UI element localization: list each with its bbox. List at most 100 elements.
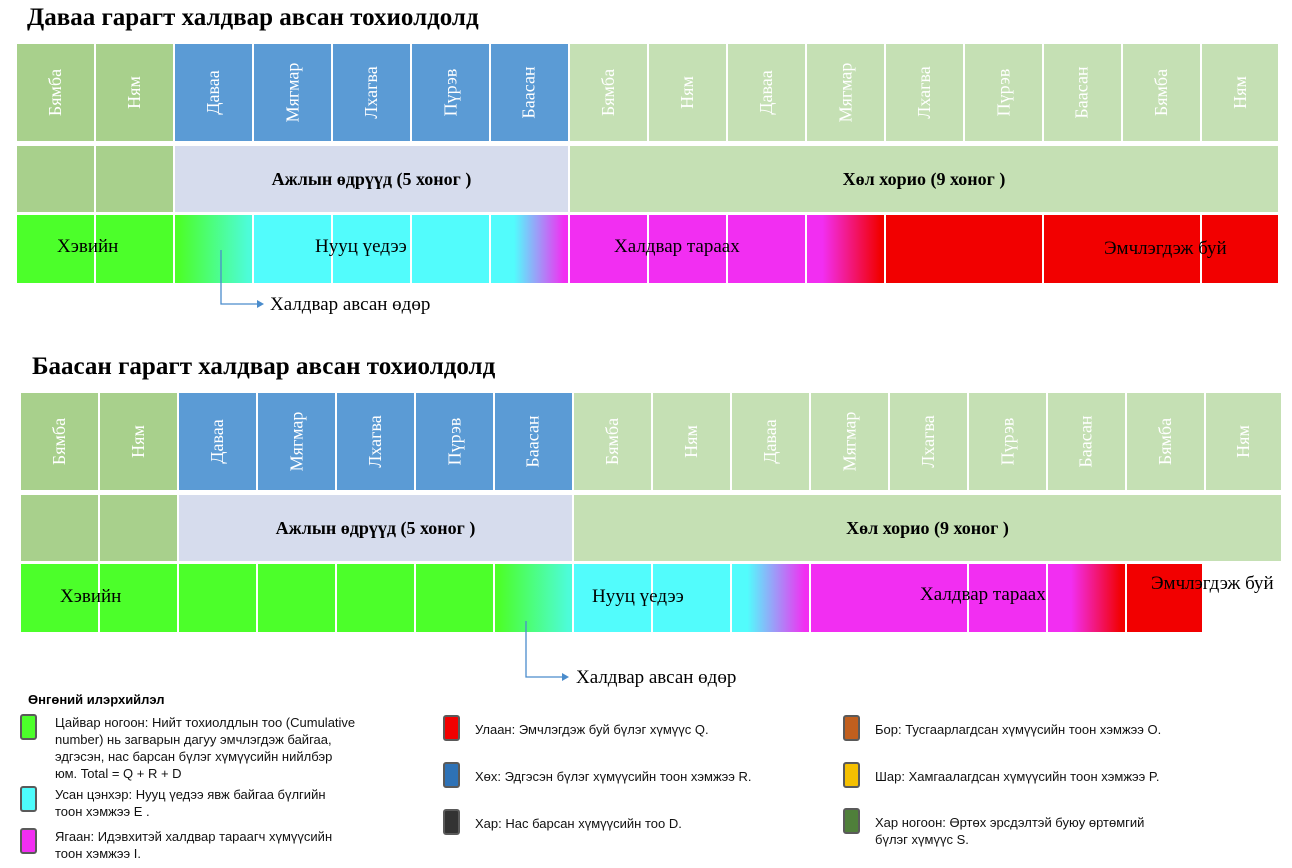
swatch-red (443, 715, 460, 741)
day-cell: Ням (1206, 393, 1281, 490)
legend-text: Улаан: Эмчлэгдэж буй бүлэг хүмүүс Q. (475, 722, 709, 737)
legend-item-magenta: Ягаан: Идэвхитэй халдвар тараагч хүмүүси… (20, 828, 430, 862)
swatch-black (443, 809, 460, 835)
infection-day-arrow (525, 621, 569, 681)
day-label: Даваа (759, 419, 780, 464)
day-label: Ням (127, 425, 148, 458)
day-label: Ням (123, 76, 144, 109)
day-cell: Мягмар (811, 393, 890, 490)
lockdown-band: Хөл хорио (9 хоног ) (574, 495, 1281, 561)
legend-text: Усан цэнхэр: Нууц үедээ явж байгаа бүлги… (55, 787, 326, 819)
day-cell: Бямба (574, 393, 653, 490)
state-cell (175, 215, 254, 283)
state-infectious-label: Халдвар тараах (920, 584, 1046, 605)
state-cell (1202, 215, 1278, 283)
day-cell: Бямба (21, 393, 100, 490)
state-cell (416, 564, 495, 632)
infection-day-arrow (220, 250, 264, 308)
infection-day-label: Халдвар авсан өдөр (576, 667, 737, 688)
day-cell: Лхагва (337, 393, 416, 490)
day-label: Ням (680, 425, 701, 458)
day-cell: Бямба (17, 44, 96, 141)
day-label: Ням (1229, 76, 1250, 109)
day-label: Пүрэв (443, 417, 464, 466)
state-cell (21, 564, 100, 632)
day-label: Ням (1232, 425, 1253, 458)
lockdown-label: Хөл хорио (9 хоног ) (846, 517, 1009, 538)
day-cell: Бямба (1127, 393, 1206, 490)
state-cell (179, 564, 258, 632)
day-cell: Баасан (491, 44, 570, 141)
day-cell: Мягмар (807, 44, 886, 141)
day-cell: Бямба (1123, 44, 1202, 141)
swatch-blue (443, 762, 460, 788)
swatch-magenta (20, 828, 37, 854)
day-label: Бямба (602, 417, 622, 466)
day-label: Пүрэв (439, 68, 460, 117)
day-cell: Ням (653, 393, 732, 490)
state-latent-label: Нууц үедээ (592, 586, 684, 607)
day-label: Даваа (206, 419, 227, 464)
state-cell (886, 215, 1044, 283)
work-days-label: Ажлын өдрүүд (5 хоног ) (271, 168, 472, 189)
day-cell: Ням (100, 393, 179, 490)
day-cell: Пүрэв (412, 44, 491, 141)
day-cell: Баасан (1048, 393, 1127, 490)
day-cell: Пүрэв (416, 393, 495, 490)
day-cell: Бямба (570, 44, 649, 141)
day-cell: Даваа (728, 44, 807, 141)
section1-day-row: Бямба Ням Даваа Мягмар Лхагва Пүрэв Баас… (17, 44, 1278, 141)
day-label: Мягмар (835, 62, 855, 123)
state-cell (574, 564, 653, 632)
state-cell (649, 215, 728, 283)
state-treated-label: Эмчлэгдэж буй (1151, 573, 1274, 594)
day-cell: Даваа (732, 393, 811, 490)
day-label: Бямба (45, 68, 65, 117)
state-infectious-label: Халдвар тараах (614, 236, 740, 257)
state-cell (412, 215, 491, 283)
swatch-brown (843, 715, 860, 741)
day-label: Лхагва (365, 415, 385, 468)
day-cell: Лхагва (890, 393, 969, 490)
section1-state-row (17, 215, 1278, 283)
weekend-cell (96, 146, 175, 212)
day-label: Даваа (202, 70, 223, 115)
state-cell (1048, 564, 1127, 632)
legend-item-black: Хар: Нас барсан хүмүүсийн тоо D. (443, 809, 833, 835)
swatch-dark-green (843, 808, 860, 834)
legend-text: Цайвар ногоон: Нийт тохиолдлын тоо (Cumu… (55, 715, 356, 781)
day-cell: Баасан (1044, 44, 1123, 141)
day-label: Лхагва (918, 415, 938, 468)
state-cell (17, 215, 96, 283)
day-cell: Баасан (495, 393, 574, 490)
day-label: Баасан (1076, 415, 1096, 468)
swatch-yellow (843, 762, 860, 788)
day-label: Лхагва (914, 66, 934, 119)
legend-text: Ягаан: Идэвхитэй халдвар тараагч хүмүүси… (55, 829, 333, 861)
weekend-cell (100, 495, 179, 561)
lockdown-label: Хөл хорио (9 хоног ) (842, 168, 1006, 189)
day-label: Пүрэв (992, 68, 1013, 117)
day-label: Баасан (523, 415, 543, 468)
day-cell: Даваа (179, 393, 258, 490)
day-label: Пүрэв (996, 417, 1017, 466)
day-label: Бямба (1155, 417, 1175, 466)
day-label: Бямба (1151, 68, 1171, 117)
legend-item-cyan: Усан цэнхэр: Нууц үедээ явж байгаа бүлги… (20, 786, 430, 820)
day-label: Мягмар (839, 411, 859, 472)
work-days-band: Ажлын өдрүүд (5 хоног ) (179, 495, 574, 561)
weekend-cell (17, 146, 96, 212)
day-cell: Ням (649, 44, 728, 141)
state-cell (491, 215, 570, 283)
section2-title: Баасан гарагт халдвар авсан тохиолдолд (32, 353, 496, 380)
day-cell: Ням (96, 44, 175, 141)
state-normal-label: Хэвийн (60, 586, 122, 607)
state-latent-label: Нууц үедээ (315, 236, 407, 257)
swatch-cyan (20, 786, 37, 812)
state-cell (337, 564, 416, 632)
section2-day-row: Бямба Ням Даваа Мягмар Лхагва Пүрэв Баас… (21, 393, 1281, 490)
state-cell (969, 564, 1048, 632)
day-label: Ням (676, 76, 697, 109)
section1-title: Даваа гарагт халдвар авсан тохиолдолд (27, 4, 479, 31)
section1-period-row: Ажлын өдрүүд (5 хоног ) Хөл хорио (9 хон… (17, 146, 1278, 212)
